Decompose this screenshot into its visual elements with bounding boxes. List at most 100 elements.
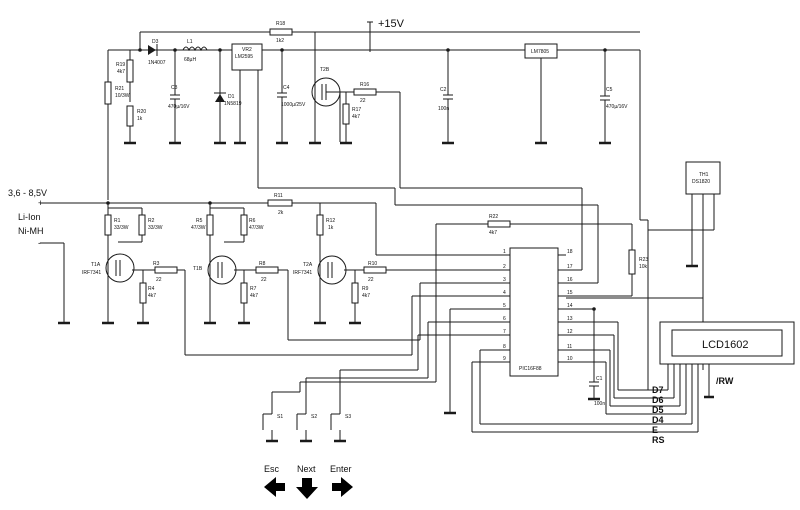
svg-text:D1: D1 [228,94,235,100]
svg-text:470µ/16V: 470µ/16V [606,104,628,110]
svg-text:68µH: 68µH [184,57,196,63]
svg-text:1N4007: 1N4007 [148,60,166,66]
r10-r9: R10 22 R9 4k7 [344,261,502,325]
svg-text:R8: R8 [259,261,266,267]
svg-text:PIC16F88: PIC16F88 [519,366,542,372]
arrow-right-icon[interactable] [332,477,353,497]
svg-text:R1: R1 [114,218,121,224]
mcu-pin-label: 2 [503,264,506,270]
mcu-pin-label: 14 [567,303,573,309]
mcu-pin-label: 17 [567,264,573,270]
svg-text:S1: S1 [277,414,283,420]
switch-s1[interactable]: S1 [262,410,283,443]
arrow-left-icon[interactable] [264,477,285,497]
svg-text:R4: R4 [148,286,155,292]
mcu-pin-label: 4 [503,290,506,296]
lcd1602-module: LCD1602 /RW D7 D6 D5 D4 E RS [471,321,795,445]
svg-text:4k7: 4k7 [352,114,360,120]
r3-r4: R3 22 R4 4k7 [132,261,502,356]
c2-capacitor: C2 100n [438,50,454,145]
buttons: S1 S2 S3 Esc Next Enter [262,321,502,499]
top-rail: +15V [108,18,641,220]
svg-text:D7: D7 [652,385,664,395]
svg-text:R21: R21 [115,86,124,92]
svg-text:4k7: 4k7 [250,293,258,299]
mcu-pin-label: 5 [503,303,506,309]
r5-r6: R5 47/3W R6 47/3W [191,203,264,248]
svg-text:22: 22 [360,98,366,104]
svg-text:C2: C2 [440,87,447,93]
svg-text:4k7: 4k7 [117,69,125,75]
svg-text:1k: 1k [328,225,334,231]
svg-text:10k: 10k [639,264,648,270]
svg-text:DS1820: DS1820 [692,179,710,185]
svg-text:R2: R2 [148,218,155,224]
v15-label: +15V [378,18,405,30]
svg-text:IRF7341: IRF7341 [293,270,312,276]
mcu-pin-label: 3 [503,277,506,283]
svg-text:1000µ/25V: 1000µ/25V [281,102,306,108]
svg-text:1k2: 1k2 [276,38,284,44]
t1a-mosfet: T1A IRF7341 [82,248,135,325]
svg-text:R3: R3 [153,261,160,267]
svg-text:LM2595: LM2595 [235,54,253,60]
svg-text:D3: D3 [152,39,159,45]
svg-text:R22: R22 [489,214,498,220]
svg-text:47/3W: 47/3W [191,225,206,231]
svg-text:22: 22 [156,277,162,283]
mcu-pin-label: 12 [567,329,573,335]
r19-r21-r20: R19 4k7 R21 10/3W R20 1k [104,50,146,200]
svg-text:22: 22 [261,277,267,283]
svg-text:T1B: T1B [193,266,203,272]
svg-text:/RW: /RW [716,376,734,386]
t2a-mosfet: T2A IRF7341 [293,248,347,325]
svg-text:10/3W: 10/3W [115,93,130,99]
svg-text:R6: R6 [249,218,256,224]
svg-text:3,6 - 8,5V: 3,6 - 8,5V [8,188,47,198]
r18: R18 1k2 [269,21,316,78]
svg-text:LCD1602: LCD1602 [702,339,748,351]
svg-text:D5: D5 [652,405,664,415]
d3-diode: D3 1N4007 [148,39,166,66]
svg-text:D6: D6 [652,395,664,405]
vr2-regulator: VR2 LM2595 [231,43,263,188]
svg-text:1N5819: 1N5819 [224,101,242,107]
mcu-pin-label: 13 [567,316,573,322]
svg-text:C5: C5 [606,87,613,93]
mcu-pin-label: 7 [503,329,506,335]
svg-text:47/3W: 47/3W [249,225,264,231]
mcu-pin-label: 1 [503,249,506,255]
svg-text:4k7: 4k7 [362,293,370,299]
battery-input: 3,6 - 8,5V + Li-Ion Ni-MH - [8,188,340,325]
svg-text:T2A: T2A [303,262,313,268]
svg-text:100n: 100n [438,106,449,112]
switch-s2[interactable]: S2 [296,410,317,443]
svg-text:R16: R16 [360,82,369,88]
d1-diode: D1 1N5819 [214,50,242,145]
svg-text:LM7805: LM7805 [531,49,549,55]
svg-text:R23: R23 [639,257,648,263]
mcu-pin-label: 6 [503,316,506,322]
r22-r23: R22 4k7 R23 10k [435,214,649,390]
arrow-down-icon[interactable] [296,478,318,499]
svg-text:R7: R7 [250,286,257,292]
svg-text:R9: R9 [362,286,369,292]
svg-text:4k7: 4k7 [148,293,156,299]
esc-label: Esc [264,464,280,474]
c3-capacitor: C3 470µ/16V [168,50,190,145]
svg-text:Li-Ion: Li-Ion [18,212,41,222]
svg-text:R19: R19 [116,62,125,68]
svg-text:1k: 1k [137,116,143,122]
switch-s3[interactable]: S3 [330,410,351,443]
svg-text:T2B: T2B [320,67,330,73]
svg-text:R12: R12 [326,218,335,224]
r1-r2: R1 33/3W R2 33/3W [104,203,163,248]
svg-text:-: - [38,238,41,248]
svg-text:C4: C4 [283,85,290,91]
svg-text:TH1: TH1 [699,172,709,178]
r12: R12 1k [258,187,599,284]
mcu-pin-label: 8 [503,344,506,350]
